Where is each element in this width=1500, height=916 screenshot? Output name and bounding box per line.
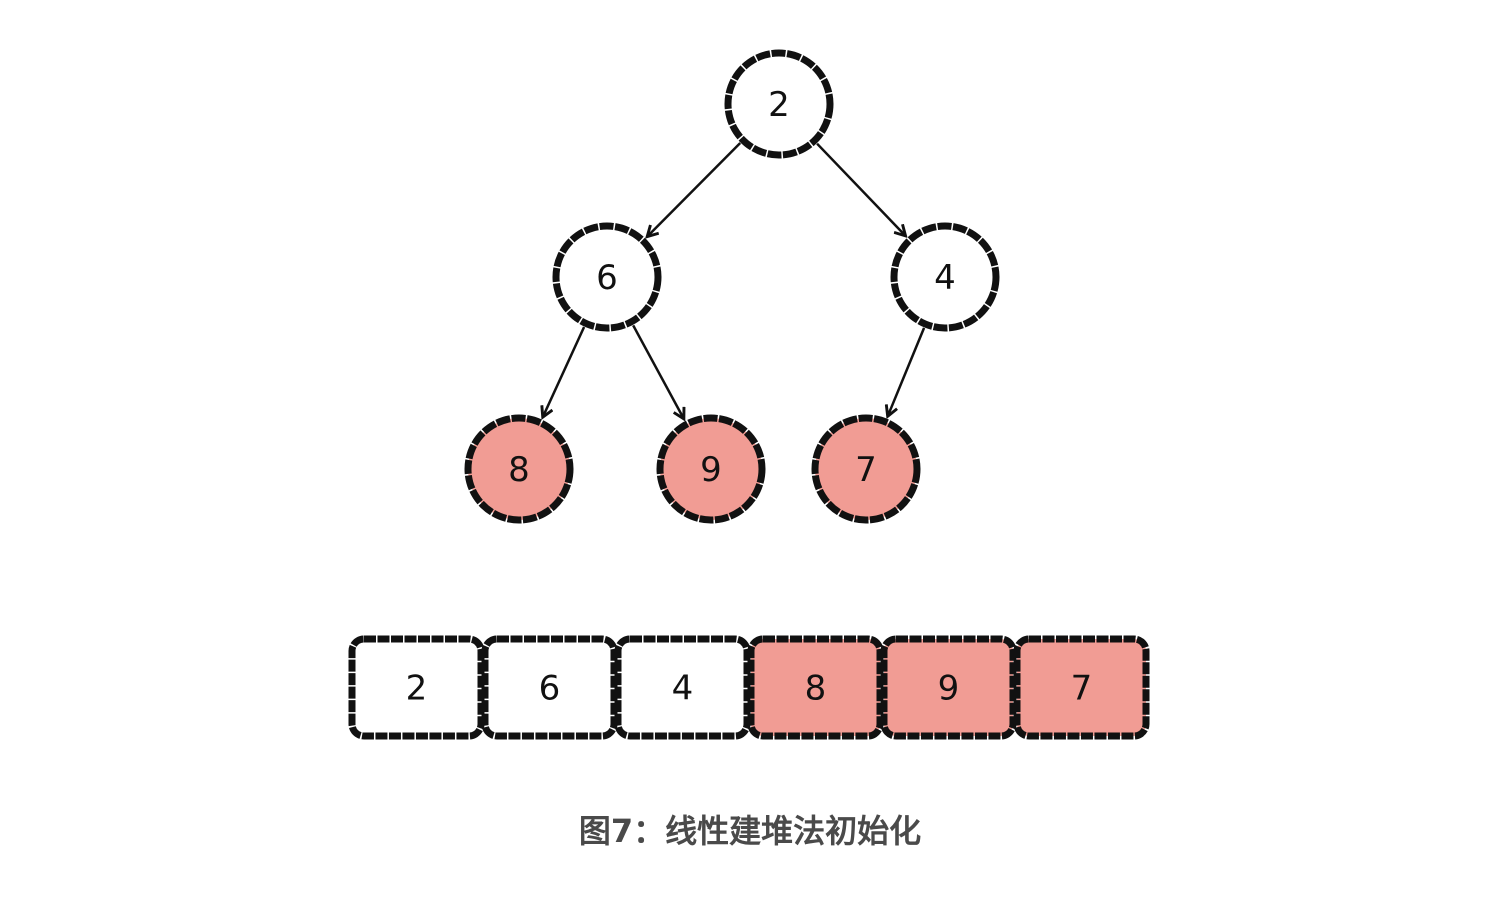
array-cell: 6 xyxy=(481,635,618,740)
node-circle xyxy=(724,49,834,159)
cell-box xyxy=(747,635,884,740)
cell-value: 7 xyxy=(1071,669,1093,709)
node-circle xyxy=(811,414,921,524)
array-cell: 4 xyxy=(614,635,751,740)
edge-arrow xyxy=(543,326,586,417)
tree-node: 9 xyxy=(656,414,766,524)
cell-box xyxy=(614,635,751,740)
cell-box xyxy=(481,635,618,740)
figure-caption: 图7：线性建堆法初始化 xyxy=(578,812,922,850)
node-value: 7 xyxy=(855,450,877,490)
edge-arrow xyxy=(888,327,926,416)
array-cell: 8 xyxy=(747,635,884,740)
cell-value: 4 xyxy=(672,669,694,709)
node-circle xyxy=(552,222,662,332)
node-value: 9 xyxy=(700,450,722,490)
tree-node: 4 xyxy=(890,222,1000,332)
cell-box xyxy=(348,635,485,740)
edge-arrow xyxy=(816,142,905,236)
node-value: 4 xyxy=(934,258,956,298)
cell-box xyxy=(1013,635,1150,740)
tree-node: 7 xyxy=(811,414,921,524)
tree-node: 8 xyxy=(464,414,574,524)
node-circle xyxy=(890,222,1000,332)
node-value: 6 xyxy=(596,258,618,298)
tree-node: 2 xyxy=(724,49,834,159)
array-cell: 7 xyxy=(1013,635,1150,740)
cell-value: 6 xyxy=(539,669,561,709)
array-cell: 2 xyxy=(348,635,485,740)
cell-value: 8 xyxy=(805,669,827,709)
edge-arrow xyxy=(632,324,684,419)
cell-value: 2 xyxy=(406,669,428,709)
array-cell: 9 xyxy=(880,635,1017,740)
node-circle xyxy=(464,414,574,524)
tree-node: 6 xyxy=(552,222,662,332)
edge-arrow xyxy=(647,142,742,237)
cell-box xyxy=(880,635,1017,740)
cell-value: 9 xyxy=(938,669,960,709)
node-value: 8 xyxy=(508,450,530,490)
node-circle xyxy=(656,414,766,524)
node-value: 2 xyxy=(768,85,790,125)
